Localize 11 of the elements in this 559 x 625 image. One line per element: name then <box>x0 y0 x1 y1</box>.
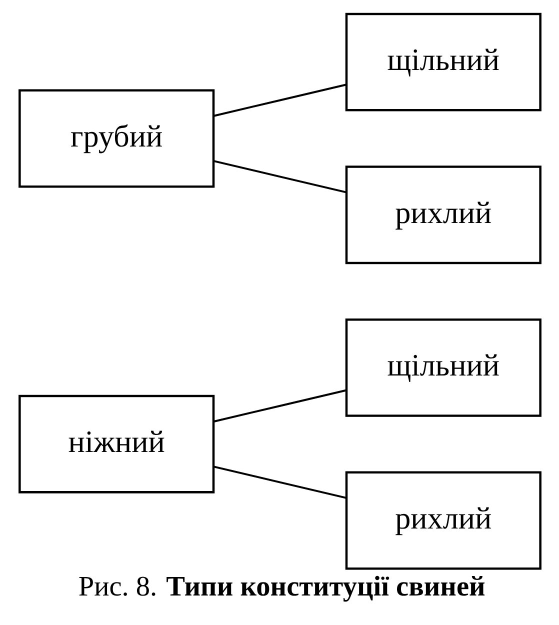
caption: Рис. 8. Типи конституції свиней <box>78 571 485 602</box>
node-box: грубий <box>18 89 214 188</box>
node-box: ніжний <box>18 394 214 494</box>
node-box: рихлий <box>344 471 541 570</box>
connector <box>213 84 346 117</box>
node-box: щільний <box>344 318 541 417</box>
connector <box>213 160 346 194</box>
node-box: рихлий <box>344 166 541 264</box>
node-box: щільний <box>344 12 541 112</box>
connector <box>213 466 346 499</box>
connector <box>213 389 346 422</box>
